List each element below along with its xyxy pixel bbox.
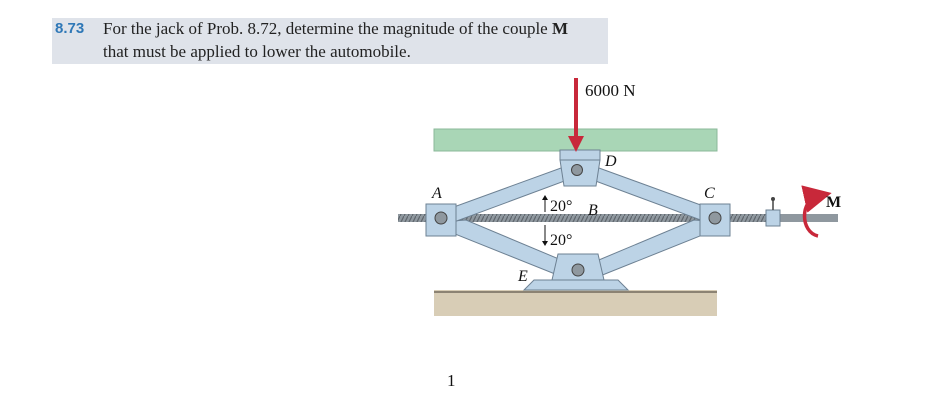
load-label: 6000 N: [585, 81, 636, 100]
pin-a: [434, 211, 448, 225]
screw-thread-right: [724, 214, 768, 222]
screw-thread-left: [398, 214, 434, 222]
angle-marker-lower-tip: [542, 241, 548, 246]
arm-upper-right: [581, 163, 722, 223]
label-e: E: [517, 268, 528, 285]
handle-pin-head: [771, 197, 775, 201]
label-d: D: [604, 153, 617, 170]
couple-label: M: [826, 194, 841, 211]
screw-rod: [434, 214, 724, 222]
pin-d: [571, 164, 583, 176]
load-arrow-head: [568, 136, 584, 152]
ground: [434, 290, 717, 316]
problem-statement-box: [52, 18, 608, 64]
problem-line-2: that must be applied to lower the automo…: [103, 42, 411, 61]
top-bracket: [559, 149, 601, 161]
base-plate: [522, 279, 630, 291]
couple-symbol: M: [551, 19, 569, 38]
problem-line-1-text: For the jack of Prob. 8.72, determine th…: [103, 19, 552, 38]
label-a: A: [431, 185, 442, 202]
problem-number: 8.73: [55, 20, 85, 37]
pin-e: [571, 263, 585, 277]
angle-label-lower: 20°: [550, 232, 572, 249]
angle-label-upper: 20°: [550, 198, 572, 215]
handle-fitting: [765, 209, 781, 227]
pin-c: [708, 211, 722, 225]
couple-arrow-icon: [801, 185, 832, 238]
angle-marker-upper-tip: [542, 195, 548, 200]
page-number: 1: [447, 371, 456, 390]
label-c: C: [704, 185, 715, 202]
label-b: B: [588, 202, 598, 219]
problem-line-1: For the jack of Prob. 8.72, determine th…: [103, 19, 568, 39]
